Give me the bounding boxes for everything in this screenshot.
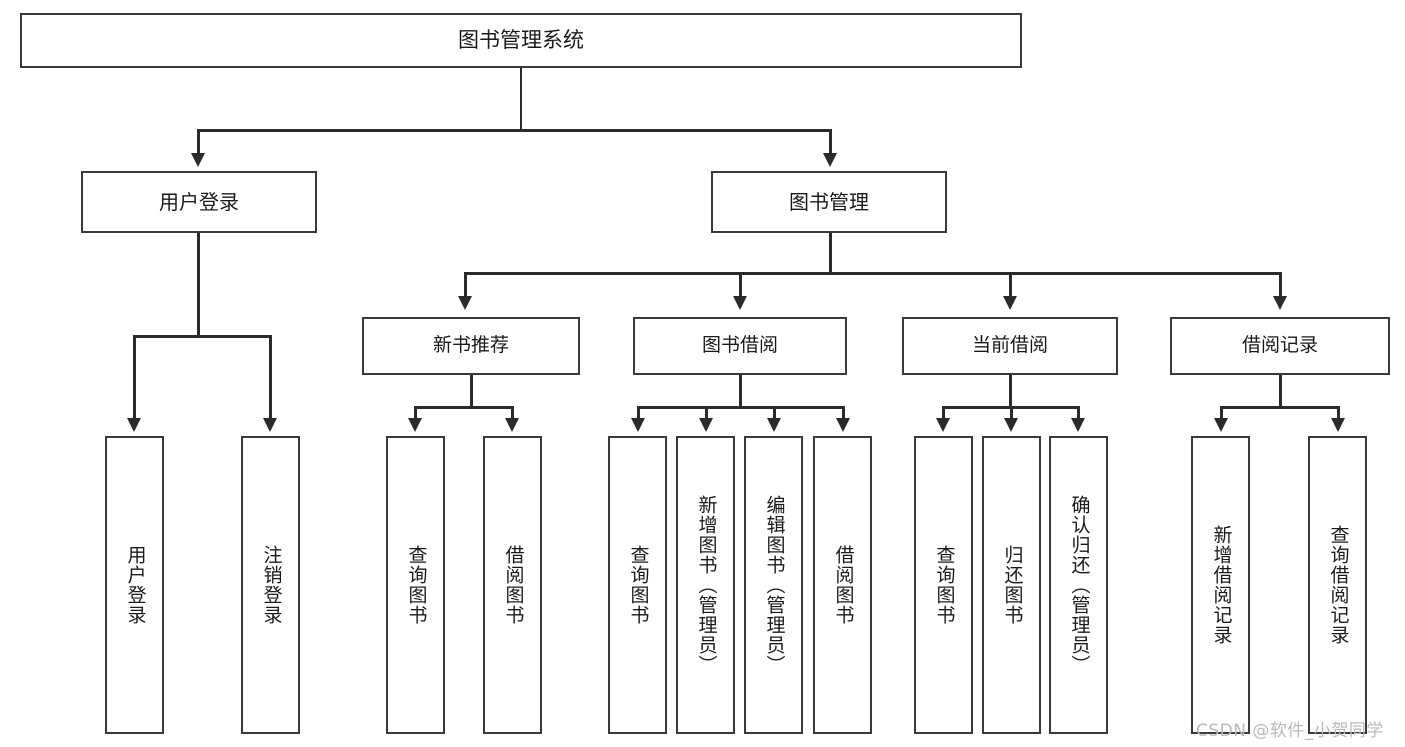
- arrow-to-book-management: [823, 153, 837, 167]
- node-leaf-bb-add-book[interactable]: 新增图书（管理员）: [676, 436, 735, 734]
- node-leaf-bb-query-book[interactable]: 查询图书: [608, 436, 667, 734]
- node-label: 新增图书（管理员）: [695, 495, 718, 675]
- arrow-to-user-login: [191, 153, 205, 167]
- connector-borrow-record-drop-1: [1220, 406, 1223, 420]
- connector-new-book-drop-2: [511, 406, 514, 420]
- connector-user-login-bus: [133, 335, 270, 338]
- connector-book-borrow-stem: [739, 375, 742, 407]
- node-leaf-nb-borrow-book[interactable]: 借阅图书: [483, 436, 542, 734]
- node-label: 图书借阅: [701, 334, 778, 357]
- node-label: 查询图书: [627, 545, 650, 625]
- connector-book-borrow-drop-1: [637, 406, 640, 420]
- node-label: 查询借阅记录: [1327, 525, 1350, 645]
- connector-user-login-drop-1: [133, 335, 136, 420]
- node-label: 编辑图书（管理员）: [763, 495, 786, 675]
- node-root-book-management-system[interactable]: 图书管理系统: [20, 13, 1022, 68]
- node-label: 用户登录: [159, 189, 239, 214]
- node-label: 图书管理: [789, 189, 869, 214]
- connector-book-borrow-drop-2: [705, 406, 708, 420]
- node-label: 新书推荐: [432, 334, 509, 357]
- connector-new-book-bus: [414, 406, 513, 409]
- arrow-to-leaf-user-login: [127, 418, 141, 432]
- node-label: 图书管理系统: [458, 28, 584, 53]
- node-leaf-br-query-record[interactable]: 查询借阅记录: [1308, 436, 1367, 734]
- connector-current-borrow-drop-3: [1077, 406, 1080, 420]
- connector-level2-drop-new-book: [464, 272, 467, 298]
- node-leaf-nb-query-book[interactable]: 查询图书: [386, 436, 445, 734]
- node-leaf-cb-confirm-return[interactable]: 确认归还（管理员）: [1049, 436, 1108, 734]
- node-label: 用户登录: [124, 545, 147, 625]
- node-leaf-br-add-record[interactable]: 新增借阅记录: [1191, 436, 1250, 734]
- node-label: 当前借阅: [971, 334, 1048, 357]
- arrow-to-borrow-record: [1273, 296, 1287, 310]
- arrow-to-book-borrow: [733, 296, 747, 310]
- arrow-to-leaf-br-query-record: [1331, 418, 1345, 432]
- node-current-borrow[interactable]: 当前借阅: [902, 317, 1118, 375]
- node-label: 归还图书: [1001, 545, 1024, 625]
- node-book-borrow[interactable]: 图书借阅: [633, 317, 847, 375]
- connector-new-book-drop-1: [414, 406, 417, 420]
- node-new-book-recommend[interactable]: 新书推荐: [362, 317, 580, 375]
- arrow-to-leaf-logout: [263, 418, 277, 432]
- node-label: 查询图书: [933, 545, 956, 625]
- node-label: 借阅图书: [502, 545, 525, 625]
- node-leaf-cb-return-book[interactable]: 归还图书: [982, 436, 1041, 734]
- connector-current-borrow-stem: [1009, 375, 1012, 407]
- arrow-to-leaf-cb-query-book: [936, 418, 950, 432]
- connector-user-login-stem: [197, 233, 200, 336]
- connector-book-borrow-drop-4: [842, 406, 845, 420]
- node-leaf-cb-query-book[interactable]: 查询图书: [914, 436, 973, 734]
- arrow-to-leaf-nb-query-book: [408, 418, 422, 432]
- connector-current-borrow-drop-2: [1010, 406, 1013, 420]
- connector-level1-bus: [197, 129, 831, 132]
- connector-level1-drop-book-management: [829, 129, 832, 155]
- arrow-to-leaf-cb-return-book: [1004, 418, 1018, 432]
- node-label: 确认归还（管理员）: [1068, 495, 1091, 675]
- connector-borrow-record-bus: [1220, 406, 1339, 409]
- node-label: 注销登录: [260, 545, 283, 625]
- connector-level2-drop-book-borrow: [739, 272, 742, 298]
- arrow-to-new-book-recommend: [458, 296, 472, 310]
- node-user-login[interactable]: 用户登录: [81, 171, 317, 233]
- connector-user-login-drop-2: [269, 335, 272, 420]
- node-label: 新增借阅记录: [1210, 525, 1233, 645]
- node-book-management[interactable]: 图书管理: [711, 171, 947, 233]
- arrow-to-leaf-cb-confirm-return: [1071, 418, 1085, 432]
- arrow-to-leaf-br-add-record: [1214, 418, 1228, 432]
- connector-book-management-stem: [829, 233, 832, 273]
- node-label: 借阅记录: [1241, 334, 1318, 357]
- connector-current-borrow-drop-1: [942, 406, 945, 420]
- connector-level1-drop-user-login: [197, 129, 200, 155]
- connector-level2-bus: [464, 272, 1281, 275]
- node-leaf-user-login[interactable]: 用户登录: [105, 436, 164, 734]
- connector-book-borrow-bus: [637, 406, 844, 409]
- node-borrow-record[interactable]: 借阅记录: [1170, 317, 1390, 375]
- arrow-to-leaf-bb-query-book: [631, 418, 645, 432]
- connector-borrow-record-drop-2: [1337, 406, 1340, 420]
- arrow-to-leaf-bb-edit-book: [767, 418, 781, 432]
- node-label: 借阅图书: [832, 545, 855, 625]
- node-leaf-bb-borrow-book[interactable]: 借阅图书: [813, 436, 872, 734]
- arrow-to-leaf-bb-add-book: [699, 418, 713, 432]
- node-label: 查询图书: [405, 545, 428, 625]
- connector-level2-drop-borrow-record: [1279, 272, 1282, 298]
- connector-new-book-stem: [470, 375, 473, 407]
- arrow-to-current-borrow: [1003, 296, 1017, 310]
- connector-book-borrow-drop-3: [773, 406, 776, 420]
- connector-level2-drop-current-borrow: [1009, 272, 1012, 298]
- connector-borrow-record-stem: [1279, 375, 1282, 407]
- arrow-to-leaf-nb-borrow-book: [505, 418, 519, 432]
- arrow-to-leaf-bb-borrow-book: [836, 418, 850, 432]
- connector-root-stem: [519, 68, 522, 130]
- node-leaf-logout[interactable]: 注销登录: [241, 436, 300, 734]
- node-leaf-bb-edit-book[interactable]: 编辑图书（管理员）: [744, 436, 803, 734]
